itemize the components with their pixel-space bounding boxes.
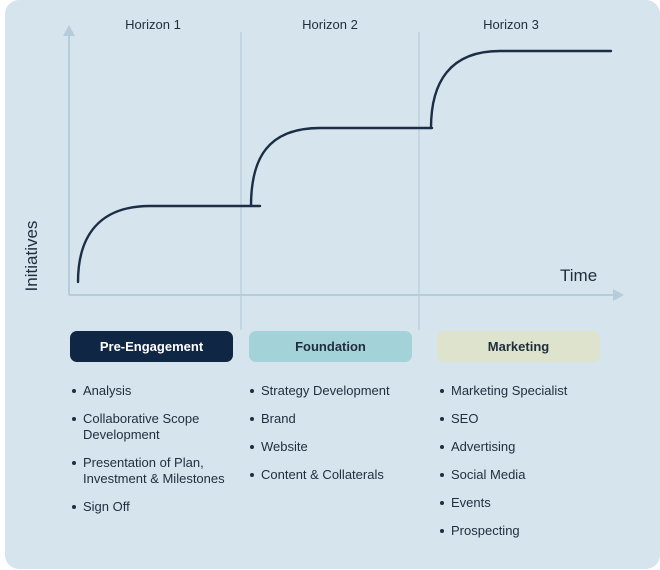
list-item: Analysis: [71, 383, 236, 399]
list-item: Events: [439, 495, 609, 511]
phase-foundation: Foundation: [249, 331, 412, 362]
pre-engagement-list: Analysis Collaborative Scope Development…: [71, 383, 236, 527]
diagram-panel: [5, 0, 660, 569]
x-axis-label: Time: [560, 266, 598, 285]
foundation-list: Strategy Development Brand Website Conte…: [249, 383, 414, 495]
y-axis-arrowhead: [63, 25, 75, 36]
list-item: Prospecting: [439, 523, 609, 539]
phase-marketing: Marketing: [437, 331, 600, 362]
list-item: Content & Collaterals: [249, 467, 414, 483]
list-item: Collaborative Scope Development: [71, 411, 236, 443]
list-item: Advertising: [439, 439, 609, 455]
horizon-2-label: Horizon 2: [302, 17, 358, 32]
marketing-list: Marketing Specialist SEO Advertising Soc…: [439, 383, 609, 551]
list-item: Presentation of Plan, Investment & Miles…: [71, 455, 236, 487]
list-item: Social Media: [439, 467, 609, 483]
x-axis-arrowhead: [613, 289, 624, 301]
list-item: Marketing Specialist: [439, 383, 609, 399]
list-item: Brand: [249, 411, 414, 427]
growth-curve: [76, 49, 613, 284]
list-item: Website: [249, 439, 414, 455]
y-axis-label: Initiatives: [22, 220, 41, 292]
phase-pre-engagement: Pre-Engagement: [70, 331, 233, 362]
horizon-1-label: Horizon 1: [125, 17, 181, 32]
list-item: SEO: [439, 411, 609, 427]
list-item: Sign Off: [71, 499, 236, 515]
horizon-3-label: Horizon 3: [483, 17, 539, 32]
list-item: Strategy Development: [249, 383, 414, 399]
